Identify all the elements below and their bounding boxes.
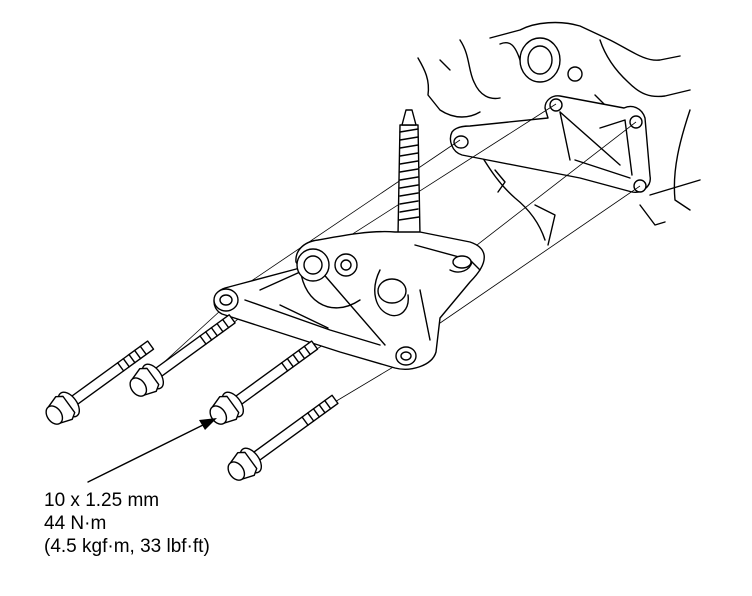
flange-bolt-2 — [129, 314, 236, 397]
engine-bracket — [449, 95, 651, 193]
callout-arrow — [87, 418, 217, 483]
flange-bolt-1 — [45, 340, 155, 425]
bolt-size-label: 10 x 1.25 mm — [44, 490, 160, 511]
torque-nm-label: 44 N·m — [44, 513, 107, 534]
mount-bracket — [213, 230, 485, 370]
torque-alt-label: (4.5 kgf·m, 33 lbf·ft) — [44, 536, 210, 557]
stud-bolt — [397, 109, 421, 236]
engine-block — [417, 21, 701, 246]
flange-bolt-3 — [209, 340, 319, 425]
flange-bolt-4 — [227, 394, 339, 481]
